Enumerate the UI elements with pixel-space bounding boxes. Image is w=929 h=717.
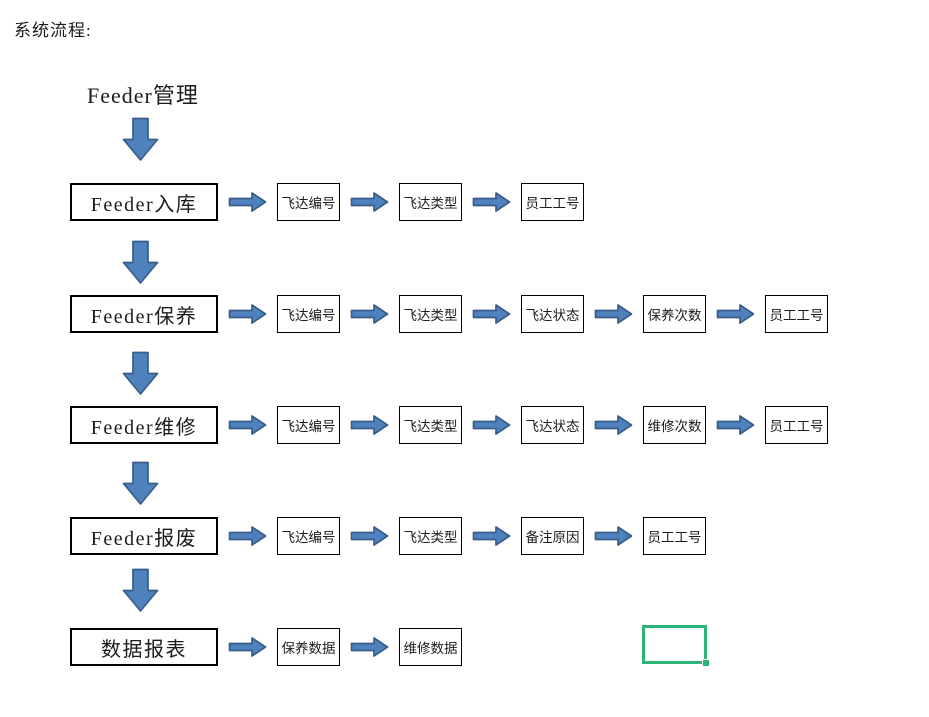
- stage-box: Feeder报废: [70, 517, 218, 555]
- block-right-arrow-icon: [350, 526, 389, 546]
- field-box: 员工工号: [765, 406, 828, 444]
- field-box: 员工工号: [521, 183, 584, 221]
- flow-right-arrow: [594, 525, 633, 547]
- field-box: 飞达类型: [399, 183, 462, 221]
- flow-right-arrow: [228, 525, 267, 547]
- flow-right-arrow: [350, 525, 389, 547]
- flow-right-arrow: [716, 303, 755, 325]
- flow-down-arrow-4: [122, 461, 159, 506]
- flow-down-arrow-1: [122, 117, 159, 162]
- stage-box: 数据报表: [70, 628, 218, 666]
- block-right-arrow-icon: [350, 304, 389, 324]
- block-right-arrow-icon: [228, 192, 267, 212]
- flow-row-4: Feeder报废 飞达编号 飞达类型 备注原因 员工工号: [70, 517, 706, 555]
- block-right-arrow-icon: [716, 304, 755, 324]
- block-right-arrow-icon: [472, 526, 511, 546]
- flow-right-arrow: [472, 191, 511, 213]
- block-down-arrow-icon: [122, 240, 159, 284]
- diagram-title: Feeder管理: [87, 83, 199, 108]
- block-right-arrow-icon: [350, 415, 389, 435]
- stage-box: Feeder维修: [70, 406, 218, 444]
- block-down-arrow-icon: [122, 568, 159, 612]
- flow-right-arrow: [228, 303, 267, 325]
- field-box: 保养数据: [277, 628, 340, 666]
- field-box: 飞达编号: [277, 295, 340, 333]
- flow-down-arrow-2: [122, 240, 159, 285]
- block-right-arrow-icon: [350, 637, 389, 657]
- flow-right-arrow: [350, 636, 389, 658]
- block-right-arrow-icon: [228, 415, 267, 435]
- block-right-arrow-icon: [594, 304, 633, 324]
- field-box: 飞达状态: [521, 406, 584, 444]
- flow-right-arrow: [472, 303, 511, 325]
- field-box: 维修次数: [643, 406, 706, 444]
- flow-row-5: 数据报表 保养数据 维修数据: [70, 628, 462, 666]
- flow-right-arrow: [594, 303, 633, 325]
- active-cell-selection[interactable]: [642, 625, 710, 667]
- flow-down-arrow-5: [122, 568, 159, 613]
- flow-row-1: Feeder入库 飞达编号 飞达类型 员工工号: [70, 183, 584, 221]
- block-right-arrow-icon: [594, 415, 633, 435]
- field-box: 飞达编号: [277, 183, 340, 221]
- block-down-arrow-icon: [122, 117, 159, 161]
- block-down-arrow-icon: [122, 351, 159, 395]
- field-box: 飞达状态: [521, 295, 584, 333]
- flow-right-arrow: [472, 414, 511, 436]
- stage-box: Feeder入库: [70, 183, 218, 221]
- field-box: 飞达编号: [277, 406, 340, 444]
- block-right-arrow-icon: [472, 304, 511, 324]
- flow-right-arrow: [228, 636, 267, 658]
- flow-row-2: Feeder保养 飞达编号 飞达类型 飞达状态 保养次数 员工工号: [70, 295, 828, 333]
- block-right-arrow-icon: [350, 192, 389, 212]
- block-right-arrow-icon: [228, 526, 267, 546]
- block-right-arrow-icon: [716, 415, 755, 435]
- stage-box: Feeder保养: [70, 295, 218, 333]
- flow-right-arrow: [350, 191, 389, 213]
- field-box: 维修数据: [399, 628, 462, 666]
- field-box: 员工工号: [643, 517, 706, 555]
- block-right-arrow-icon: [472, 415, 511, 435]
- flow-row-3: Feeder维修 飞达编号 飞达类型 飞达状态 维修次数 员工工号: [70, 406, 828, 444]
- block-right-arrow-icon: [228, 637, 267, 657]
- block-right-arrow-icon: [472, 192, 511, 212]
- field-box: 备注原因: [521, 517, 584, 555]
- field-box: 飞达类型: [399, 406, 462, 444]
- block-down-arrow-icon: [122, 461, 159, 505]
- field-box: 飞达编号: [277, 517, 340, 555]
- flow-right-arrow: [716, 414, 755, 436]
- flow-right-arrow: [472, 525, 511, 547]
- field-box: 飞达类型: [399, 517, 462, 555]
- block-right-arrow-icon: [594, 526, 633, 546]
- block-right-arrow-icon: [228, 304, 267, 324]
- flow-right-arrow: [228, 414, 267, 436]
- flow-right-arrow: [228, 191, 267, 213]
- page-header-label: 系统流程:: [14, 21, 92, 40]
- flow-right-arrow: [350, 303, 389, 325]
- flow-right-arrow: [594, 414, 633, 436]
- field-box: 员工工号: [765, 295, 828, 333]
- field-box: 保养次数: [643, 295, 706, 333]
- flow-right-arrow: [350, 414, 389, 436]
- cell-fill-handle-icon[interactable]: [702, 659, 710, 667]
- field-box: 飞达类型: [399, 295, 462, 333]
- flow-down-arrow-3: [122, 351, 159, 396]
